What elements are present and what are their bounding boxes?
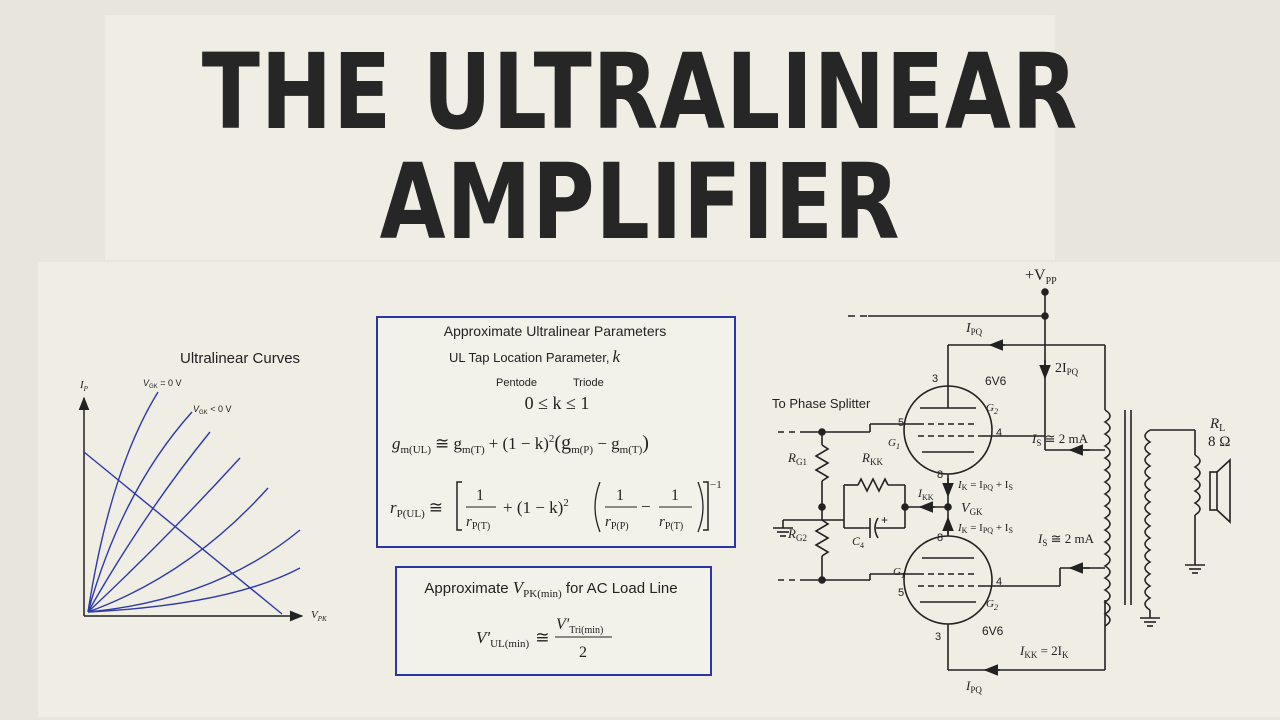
capacitor-c4 xyxy=(874,517,879,539)
phase-splitter-label: To Phase Splitter xyxy=(772,396,871,411)
resistor-rg2 xyxy=(814,519,830,557)
ikk-label: IKK xyxy=(917,486,934,502)
svg-text:G1: G1 xyxy=(893,566,905,580)
rg2-label: RG2 xyxy=(787,526,807,543)
y-axis-label: IP xyxy=(79,379,89,393)
vgk-label: VGK xyxy=(961,501,983,517)
rp-frac1-den: rP(T) xyxy=(466,514,490,532)
rp-frac3-den: rP(T) xyxy=(659,514,683,532)
svg-text:3: 3 xyxy=(932,373,938,385)
ikk-equation: IKK = 2IK xyxy=(1019,643,1069,660)
vpk-min-box xyxy=(395,566,712,676)
curve-5 xyxy=(87,487,269,613)
rp-frac1-num: 1 xyxy=(476,487,484,504)
svg-text:4: 4 xyxy=(996,427,1002,439)
ultralinear-parameters-box xyxy=(376,316,736,548)
load-line xyxy=(83,451,283,615)
tube-bottom xyxy=(903,535,993,625)
svg-text:8: 8 xyxy=(937,532,943,544)
rl-label: RL xyxy=(1209,416,1225,434)
speaker-magnet xyxy=(1209,471,1218,511)
chart-title: Ultralinear Curves xyxy=(180,350,300,367)
rp-frac2-num: 1 xyxy=(616,487,624,504)
x-axis-label: VPK xyxy=(311,609,327,623)
rl-value: 8 Ω xyxy=(1208,434,1230,450)
vpk-denominator: 2 xyxy=(579,644,587,661)
c4-label: C4 xyxy=(852,534,864,550)
pentode-label: Pentode xyxy=(496,377,537,389)
tube-top-name: 6V6 xyxy=(985,374,1007,388)
two-ipq-label: 2IPQ xyxy=(1055,361,1079,377)
svg-text:G2: G2 xyxy=(986,402,998,416)
curve-6 xyxy=(87,529,301,613)
k-range: 0 ≤ k ≤ 1 xyxy=(525,393,590,413)
rp-frac2-den: rP(P) xyxy=(605,514,629,532)
page-title-line2: AMPLIFIER xyxy=(379,141,901,263)
curve-4 xyxy=(87,457,241,613)
parameter-formulas: Approximate Ultralinear Parameters UL Ta… xyxy=(390,323,722,533)
left-bracket xyxy=(456,481,462,531)
right-bracket xyxy=(703,481,709,531)
svg-text:G1: G1 xyxy=(888,437,900,451)
curve-1 xyxy=(87,391,159,613)
rp-lhs: rP(UL)≅ xyxy=(390,498,443,520)
curve-2 xyxy=(87,411,193,613)
ultralinear-curves-chart: Ultralinear Curves IP VPK VGK = 0 V VGK … xyxy=(78,350,327,623)
curve-7 xyxy=(87,567,301,613)
rg1-label: RG1 xyxy=(787,450,807,467)
rp-mid: + (1 − k)2 xyxy=(503,497,569,517)
resistor-rkk xyxy=(857,477,889,493)
rp-exponent: −1 xyxy=(710,479,722,491)
tube-bottom-name: 6V6 xyxy=(982,624,1004,638)
c4-plus: + xyxy=(881,513,888,527)
vpk-heading: Approximate VPK(min) for AC Load Line xyxy=(424,578,677,600)
curve-3 xyxy=(87,431,211,613)
ipq-bottom-label: IPQ xyxy=(965,678,982,695)
circuit-labels: +VPP IPQ 2IPQ 6V6 To Phase Splitter 3 5 … xyxy=(772,267,1230,695)
ik-equation-bottom: IK = IPQ + IS xyxy=(957,522,1013,535)
svg-text:G2: G2 xyxy=(986,598,998,612)
page-title-line1: THE ULTRALINEAR xyxy=(201,31,1079,153)
transformer-primary xyxy=(1103,409,1111,627)
title-panel xyxy=(105,15,1055,260)
params-heading: Approximate Ultralinear Parameters xyxy=(444,323,667,339)
resistor-rg1 xyxy=(814,444,830,482)
ultralinear-circuit xyxy=(773,288,1231,676)
label-vgk-zero: VGK = 0 V xyxy=(143,378,181,390)
triode-label: Triode xyxy=(573,377,604,389)
svg-text:8: 8 xyxy=(937,469,943,481)
ik-equation-top: IK = IPQ + IS xyxy=(957,479,1013,492)
speaker-cone xyxy=(1216,458,1231,524)
tap-label: UL Tap Location Parameter,k xyxy=(449,347,620,366)
vpk-formula: Approximate VPK(min) for AC Load Line V′… xyxy=(424,578,677,661)
svg-text:3: 3 xyxy=(935,631,941,643)
transformer-secondary xyxy=(1144,429,1152,611)
vpk-numerator: V′Tri(min) xyxy=(556,616,603,636)
ipq-top-label: IPQ xyxy=(965,321,983,337)
svg-text:5: 5 xyxy=(898,417,904,429)
is-top-label: IS ≅ 2 mA xyxy=(1031,431,1089,448)
svg-text:5: 5 xyxy=(898,587,904,599)
rp-frac3-num: 1 xyxy=(671,487,679,504)
vpp-label: +VPP xyxy=(1025,267,1057,287)
rp-minus: − xyxy=(641,497,651,516)
svg-text:4: 4 xyxy=(996,576,1002,588)
rkk-label: RKK xyxy=(861,450,883,467)
speaker-coil xyxy=(1193,454,1201,516)
is-bottom-label: IS ≅ 2 mA xyxy=(1037,531,1095,548)
label-vgk-negative: VGK < 0 V xyxy=(193,404,231,416)
vpk-lhs: V′UL(min)≅ xyxy=(476,628,549,650)
gm-formula: gm(UL)≅ gm(T)+ (1 − k)2(gm(P) − gm(T)) xyxy=(392,432,649,456)
